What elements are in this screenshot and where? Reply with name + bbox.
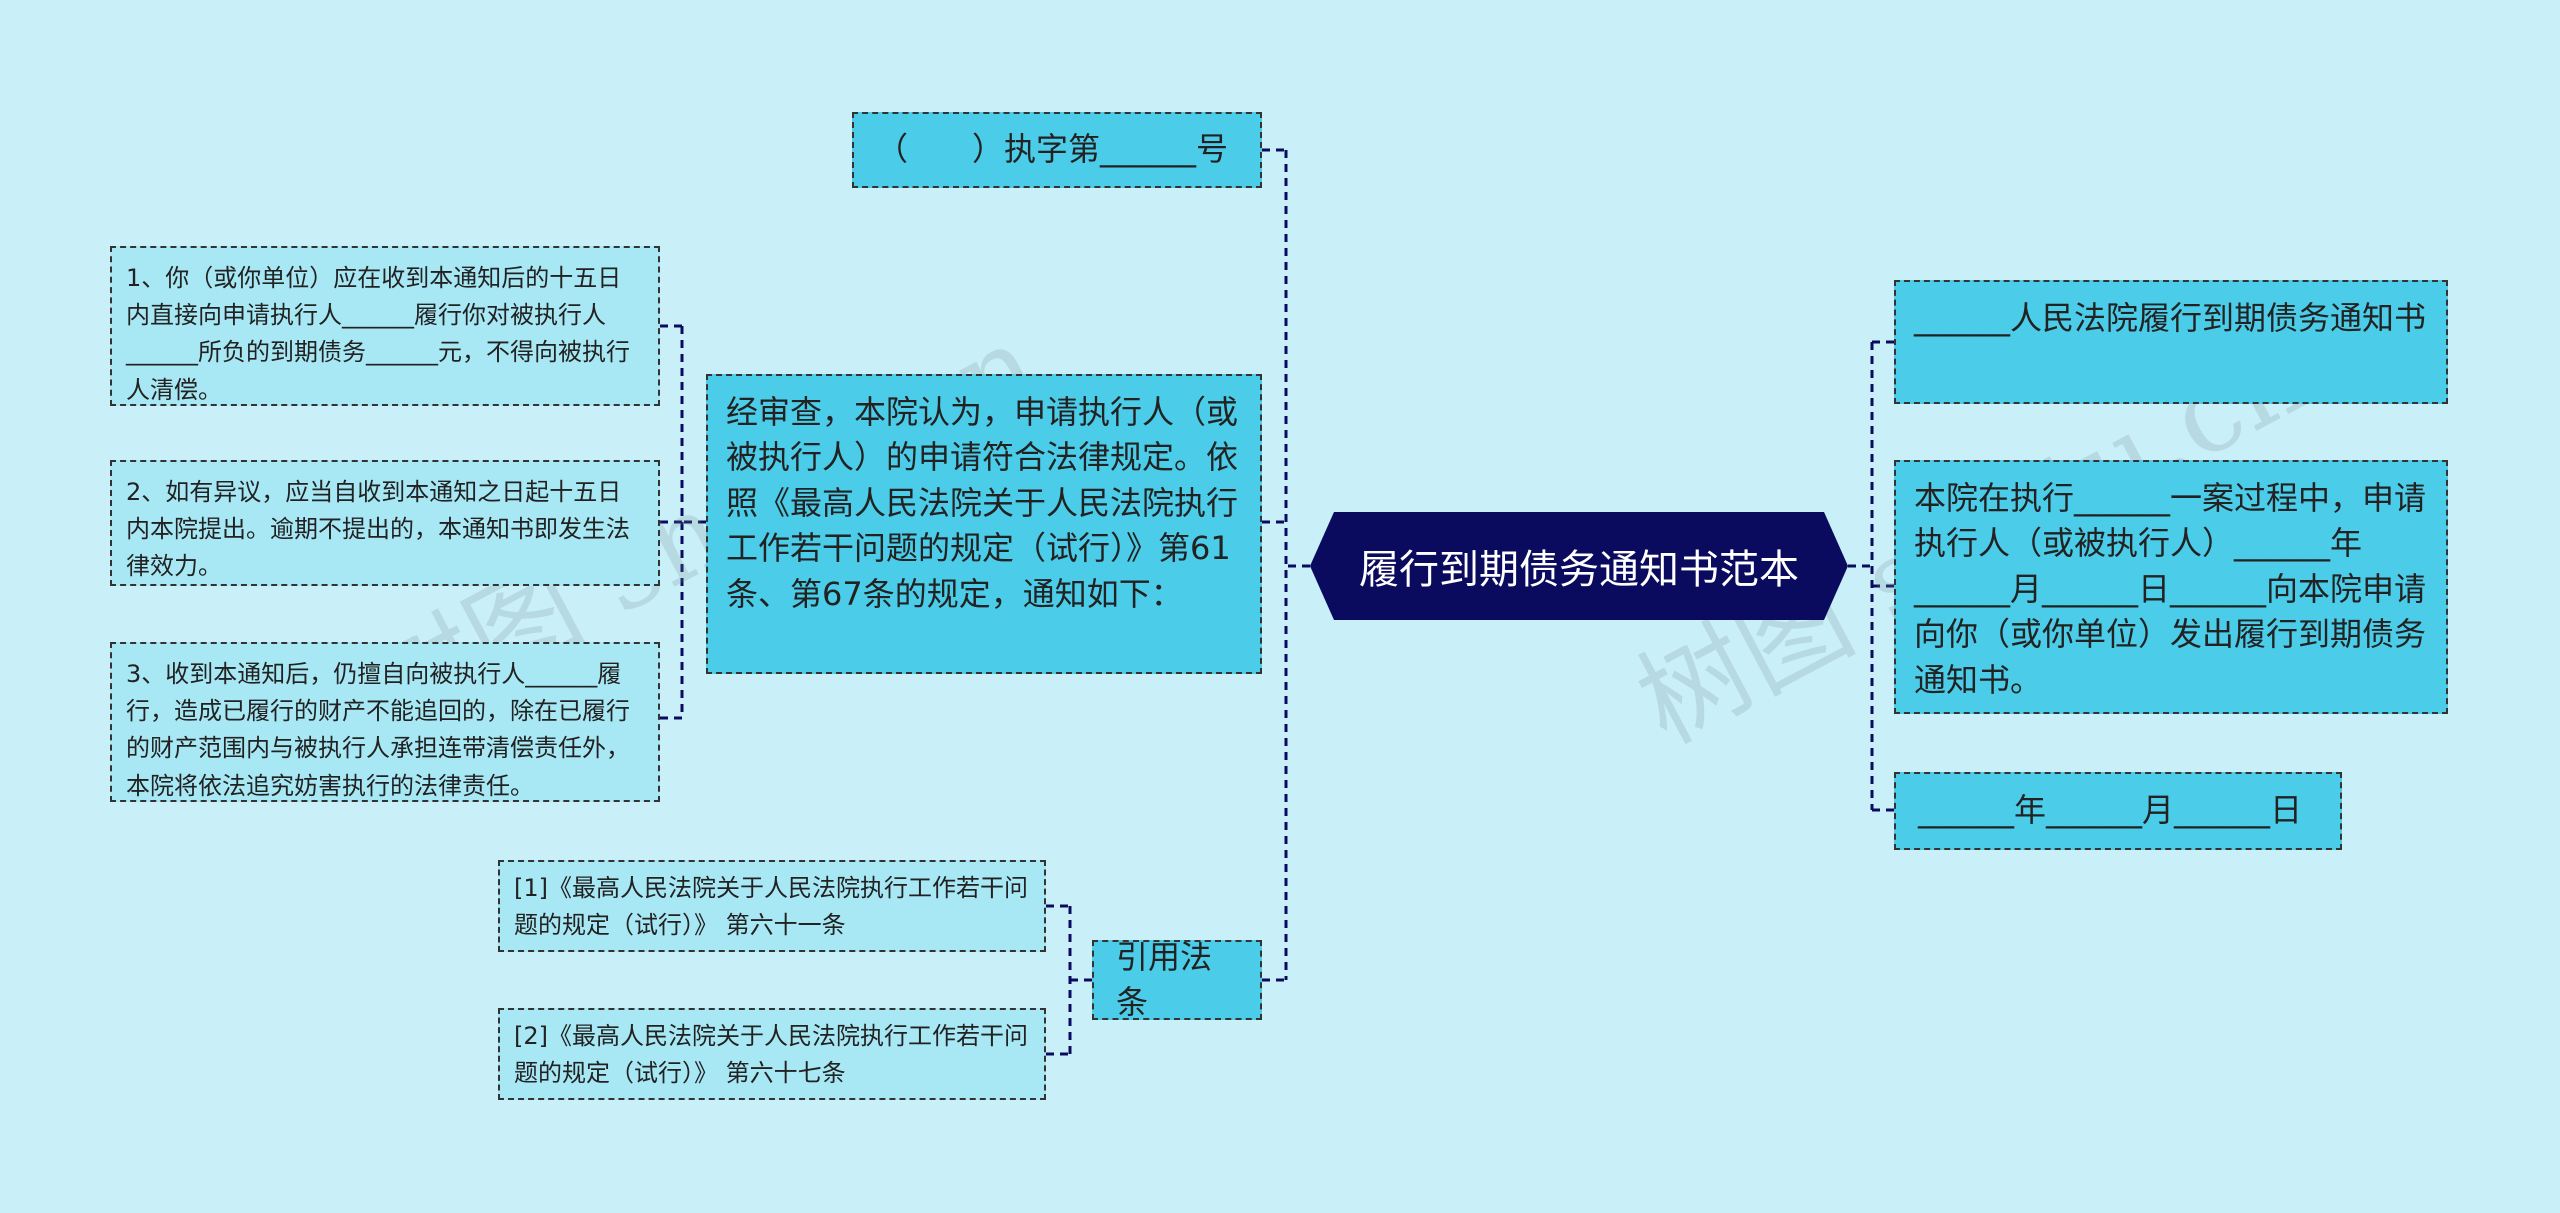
node-citations[interactable]: 引用法条 (1092, 940, 1262, 1020)
node-item-3[interactable]: 3、收到本通知后，仍擅自向被执行人______履行，造成已履行的财产不能追回的，… (110, 642, 660, 802)
node-main-text[interactable]: 经审查，本院认为，申请执行人（或被执行人）的申请符合法律规定。依照《最高人民法院… (706, 374, 1262, 674)
node-right-date[interactable]: ______年______月______日 (1894, 772, 2342, 850)
node-item-1-label: 1、你（或你单位）应在收到本通知后的十五日内直接向申请执行人______履行你对… (126, 264, 630, 404)
central-topic[interactable]: 履行到期债务通知书范本 (1310, 512, 1848, 620)
node-item-1[interactable]: 1、你（或你单位）应在收到本通知后的十五日内直接向申请执行人______履行你对… (110, 246, 660, 406)
node-citation-2-label: [2]《最高人民法院关于人民法院执行工作若干问题的规定（试行）》 第六十七条 (514, 1022, 1028, 1088)
node-citations-label: 引用法条 (1116, 940, 1213, 1020)
node-citation-2[interactable]: [2]《最高人民法院关于人民法院执行工作若干问题的规定（试行）》 第六十七条 (498, 1008, 1046, 1100)
node-right-date-label: ______年______月______日 (1918, 791, 2303, 830)
node-citation-1[interactable]: [1]《最高人民法院关于人民法院执行工作若干问题的规定（试行）》 第六十一条 (498, 860, 1046, 952)
node-right-title[interactable]: ______人民法院履行到期债务通知书 (1894, 280, 2448, 404)
node-item-3-label: 3、收到本通知后，仍擅自向被执行人______履行，造成已履行的财产不能追回的，… (126, 660, 630, 800)
node-item-2-label: 2、如有异议，应当自收到本通知之日起十五日内本院提出。逾期不提出的，本通知书即发… (126, 478, 630, 581)
node-citation-1-label: [1]《最高人民法院关于人民法院执行工作若干问题的规定（试行）》 第六十一条 (514, 874, 1028, 940)
node-case-number[interactable]: （ ）执字第______号 (852, 112, 1262, 188)
node-right-body[interactable]: 本院在执行______一案过程中，申请执行人（或被执行人）______年____… (1894, 460, 2448, 714)
node-case-number-label: （ ）执字第______号 (876, 130, 1229, 169)
node-item-2[interactable]: 2、如有异议，应当自收到本通知之日起十五日内本院提出。逾期不提出的，本通知书即发… (110, 460, 660, 586)
node-main-text-label: 经审查，本院认为，申请执行人（或被执行人）的申请符合法律规定。依照《最高人民法院… (726, 393, 1239, 613)
node-right-body-label: 本院在执行______一案过程中，申请执行人（或被执行人）______年____… (1914, 479, 2427, 699)
central-topic-label: 履行到期债务通知书范本 (1359, 547, 1799, 593)
node-right-title-label: ______人民法院履行到期债务通知书 (1914, 299, 2427, 337)
